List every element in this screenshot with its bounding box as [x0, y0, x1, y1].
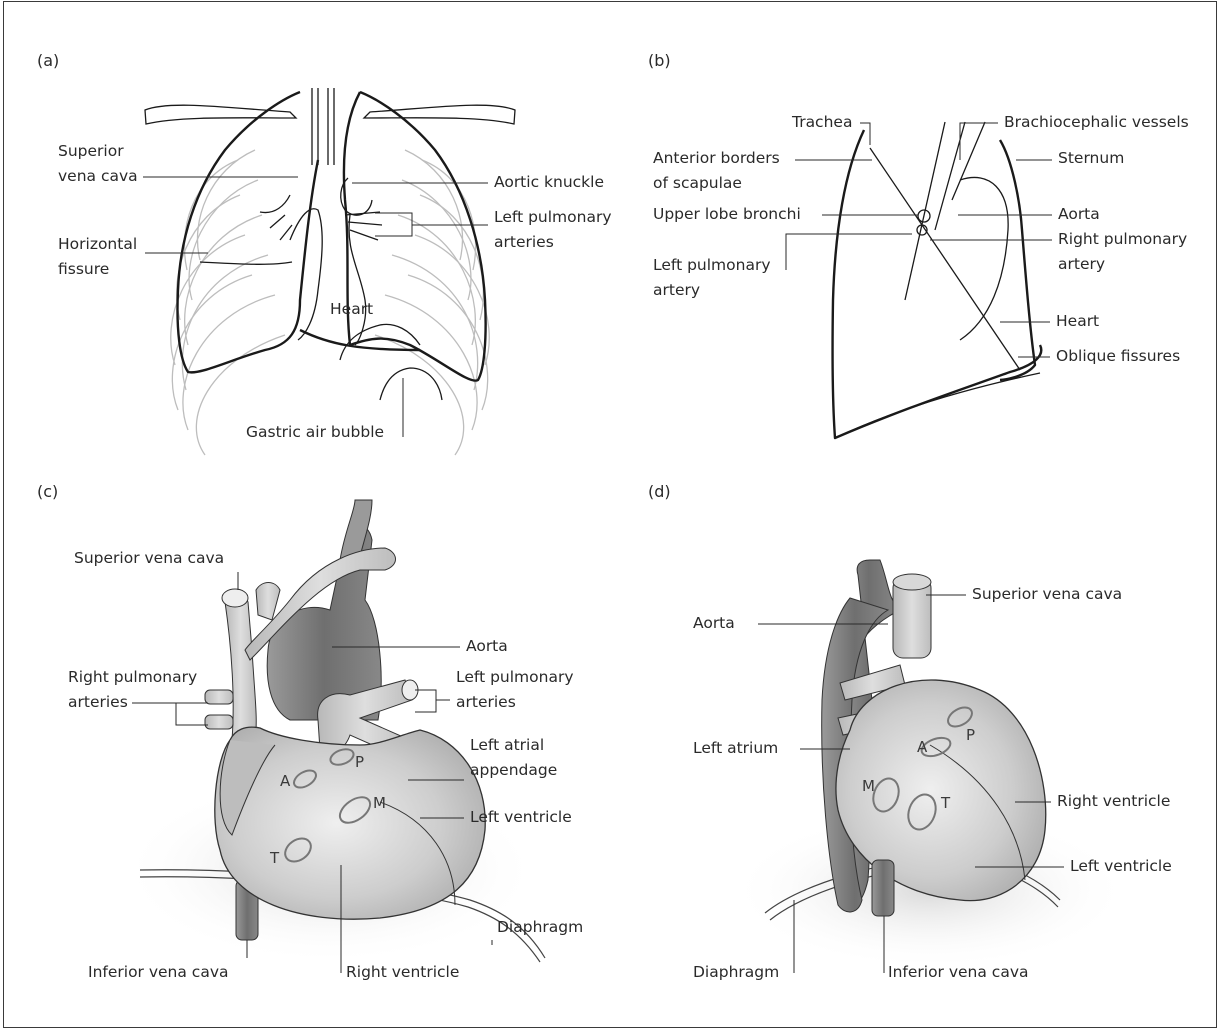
label-aorta-c: Aorta — [466, 637, 508, 655]
label-rpa-2: artery — [1058, 255, 1105, 273]
label-lpa-1: Left pulmonary — [494, 208, 612, 226]
vessels-b — [905, 122, 985, 300]
panel-c-label: (c) — [37, 482, 58, 501]
label-trachea: Trachea — [791, 113, 852, 131]
panel-a-label: (a) — [37, 51, 59, 70]
label-sternum: Sternum — [1058, 149, 1124, 167]
right-lung-outline — [177, 92, 318, 372]
label-lpa-b-1: Left pulmonary — [653, 256, 771, 274]
label-lpa-2: arteries — [494, 233, 554, 251]
panel-d-label: (d) — [648, 482, 671, 501]
label-aorta-d: Aorta — [693, 614, 735, 632]
leader-lpa-c — [415, 690, 450, 712]
diaphragm-b — [835, 373, 1040, 438]
label-horizontal: Horizontal — [58, 235, 137, 253]
valve-t-d: T — [940, 794, 951, 812]
label-lpa-c-1: Left pulmonary — [456, 668, 574, 686]
label-lpa-b-2: artery — [653, 281, 700, 299]
label-oblique-fissures: Oblique fissures — [1056, 347, 1180, 365]
label-superior: Superior — [58, 142, 124, 160]
svc-shadow — [290, 209, 322, 340]
label-rpa-1: Right pulmonary — [1058, 230, 1187, 248]
lateral-lung-outline — [833, 130, 1042, 438]
label-anterior-borders-2: of scapulae — [653, 174, 742, 192]
label-anterior-borders-1: Anterior borders — [653, 149, 780, 167]
label-laa-2: appendage — [470, 761, 557, 779]
label-ivc-d: Inferior vena cava — [888, 963, 1029, 981]
label-diaphragm-c: Diaphragm — [497, 918, 583, 936]
ivc-d — [872, 860, 894, 916]
label-svc-d: Superior vena cava — [972, 585, 1122, 603]
valve-p-c: P — [355, 753, 364, 771]
heart-b — [960, 177, 1008, 340]
label-vena-cava: vena cava — [58, 167, 138, 185]
label-gastric: Gastric air bubble — [246, 423, 384, 441]
valve-a-d: A — [917, 738, 928, 756]
label-rv-c: Right ventricle — [346, 963, 459, 981]
leader-brachiocephalic — [960, 123, 998, 160]
panel-b-label: (b) — [648, 51, 671, 70]
label-heart-b: Heart — [1056, 312, 1099, 330]
label-left-atrium: Left atrium — [693, 739, 778, 757]
clavicles — [145, 105, 515, 124]
label-rpa-c-2: arteries — [68, 693, 128, 711]
oblique-fissure-b — [870, 148, 1020, 370]
label-ivc-c: Inferior vena cava — [88, 963, 229, 981]
label-laa-1: Left atrial — [470, 736, 544, 754]
label-heart-a: Heart — [330, 300, 373, 318]
leader-lpa-b — [786, 234, 912, 270]
diaphragm-a — [340, 324, 420, 360]
label-upper-lobe-bronchi: Upper lobe bronchi — [653, 205, 801, 223]
label-rv-d: Right ventricle — [1057, 792, 1170, 810]
panel-b: (b) Trachea Brachiocephalic vessels Ante… — [648, 51, 1189, 438]
label-fissure: fissure — [58, 260, 109, 278]
sternum-border — [1000, 140, 1035, 380]
label-brachiocephalic: Brachiocephalic vessels — [1004, 113, 1189, 131]
valve-m-c: M — [373, 794, 386, 812]
label-svc-c: Superior vena cava — [74, 549, 224, 567]
trachea-a — [312, 88, 334, 165]
valve-t-c: T — [269, 849, 280, 867]
panel-a: (a) — [37, 51, 612, 455]
label-rpa-c-1: Right pulmonary — [68, 668, 197, 686]
valve-p-d: P — [966, 726, 975, 744]
label-lv-d: Left ventricle — [1070, 857, 1172, 875]
label-lv-c: Left ventricle — [470, 808, 572, 826]
panel-d: (d) A P M T Superior vena cava — [648, 482, 1172, 981]
panel-c: (c) A P M — [37, 482, 583, 981]
label-aorta-b: Aorta — [1058, 205, 1100, 223]
right-hilum — [260, 195, 292, 240]
valve-a-c: A — [280, 772, 291, 790]
label-lpa-c-2: arteries — [456, 693, 516, 711]
valve-m-d: M — [862, 777, 875, 795]
label-aortic-knuckle: Aortic knuckle — [494, 173, 604, 191]
gastric-bubble — [380, 368, 442, 400]
label-diaphragm-d: Diaphragm — [693, 963, 779, 981]
leader-rpa-c — [132, 703, 208, 725]
